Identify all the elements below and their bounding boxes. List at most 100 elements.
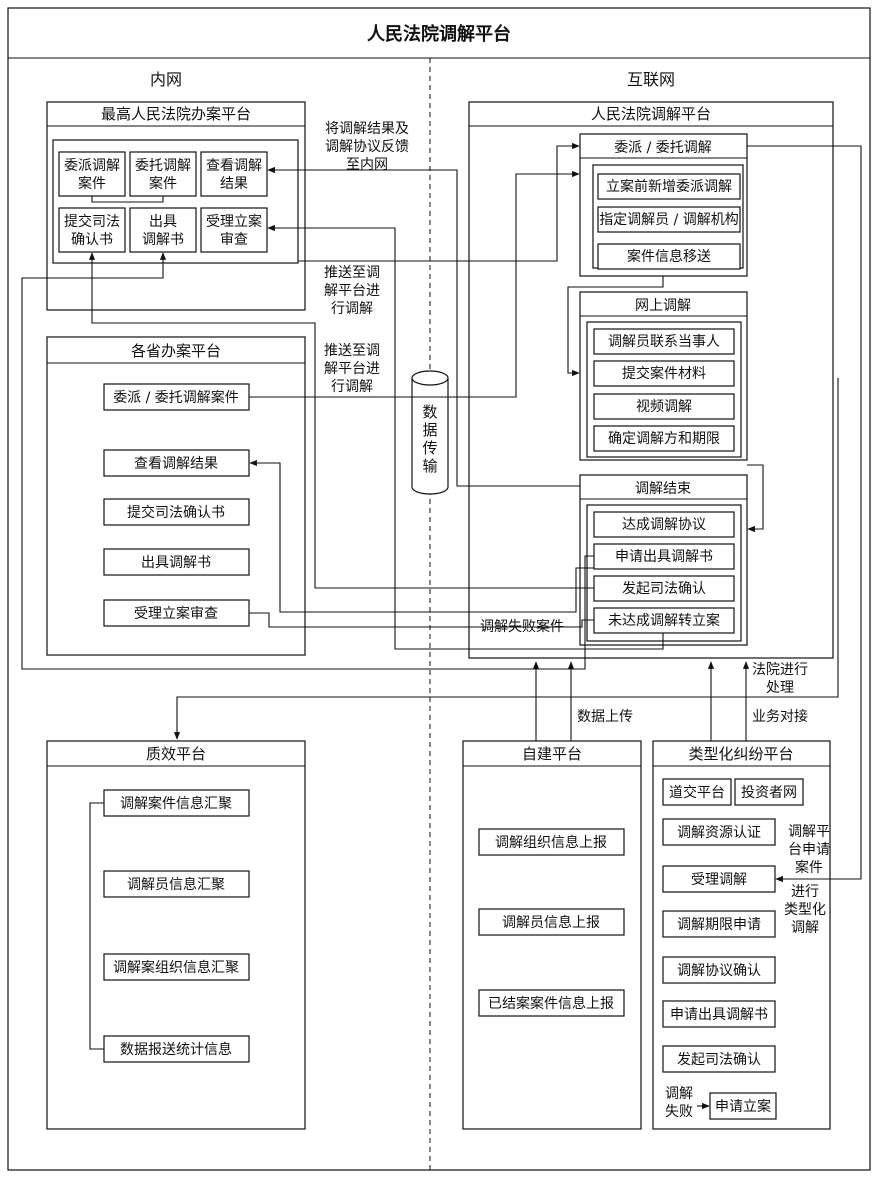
svg-text:结果: 结果	[220, 176, 248, 192]
svg-text:委派 / 委托调解: 委派 / 委托调解	[614, 140, 712, 156]
diagram-title: 人民法院调解平台	[367, 23, 511, 45]
typed-item-0: 调解资源认证	[677, 825, 761, 841]
annotation-typed-mediate-0: 进行	[791, 884, 819, 900]
quality-item-2: 调解案组织信息汇聚	[103, 953, 250, 981]
supreme-item-5: 受理立案 审查	[200, 207, 268, 253]
typed-top-1: 投资者网	[741, 785, 797, 801]
court-mediation-platform: 人民法院调解平台 委派 / 委托调解 立案前新增委派调解 指定调解员 / 调解机…	[468, 101, 834, 659]
annotation-typed-mediate-1: 类型化	[784, 902, 826, 918]
province-item-4: 受理立案审查	[103, 599, 250, 627]
svg-text:数据报送统计信息: 数据报送统计信息	[120, 1041, 232, 1058]
svg-text:传: 传	[422, 439, 437, 457]
annotation-apply-0: 调解平	[788, 824, 830, 840]
annotation-push1-1: 解平台进	[324, 283, 380, 299]
province-item-0: 委派 / 委托调解案件	[103, 383, 250, 411]
annotation-feedback-0: 将调解结果及	[325, 121, 409, 137]
svg-text:出具调解书: 出具调解书	[141, 555, 211, 571]
quality-item-0: 调解案件信息汇聚	[103, 789, 250, 817]
typed-dispute-platform: 类型化纠纷平台 道交平台 投资者网 调解资源认证 受理调解 调解期限申请 调解协…	[652, 740, 831, 1130]
left-side-label: 内网	[150, 70, 182, 89]
svg-text:案件: 案件	[78, 175, 106, 192]
svg-text:受理立案: 受理立案	[206, 213, 262, 230]
typed-top-0: 道交平台	[669, 784, 725, 801]
quality-platform: 质效平台 调解案件信息汇聚 调解员信息汇聚 调解案组织信息汇聚 数据报送统计信息	[46, 740, 306, 1130]
svg-text:立案前新增委派调解: 立案前新增委派调解	[606, 178, 732, 195]
annotations: 将调解结果及 调解协议反馈 至内网 推送至调 解平台进 行调解 推送至调 解平台…	[324, 121, 830, 936]
typed-item-4: 申请出具调解书	[670, 1007, 768, 1023]
svg-text:调解结束: 调解结束	[635, 481, 691, 497]
province-platform: 各省办案平台 委派 / 委托调解案件 查看调解结果 提交司法确认书 出具调解书 …	[46, 336, 306, 656]
annotation-court-process-1: 处理	[766, 680, 794, 696]
outer-frame	[7, 7, 871, 1171]
svg-text:指定调解员 / 调解机构: 指定调解员 / 调解机构	[599, 212, 739, 228]
annotation-typed-mediate-2: 调解	[791, 920, 819, 936]
svg-text:视频调解: 视频调解	[636, 399, 692, 415]
svg-text:调解案组织信息汇聚: 调解案组织信息汇聚	[113, 959, 239, 976]
svg-text:案件信息移送: 案件信息移送	[627, 248, 711, 265]
supreme-item-2: 查看调解 结果	[200, 151, 268, 197]
annotation-feedback-1: 调解协议反馈	[325, 139, 409, 155]
province-item-2: 提交司法确认书	[103, 498, 250, 526]
data-transfer-cylinder: 数 据 传 输	[411, 370, 449, 495]
court-group-assign: 委派 / 委托调解 立案前新增委派调解 指定调解员 / 调解机构 案件信息移送	[579, 133, 748, 277]
annotation-push2-0: 推送至调	[324, 343, 380, 359]
svg-text:提交司法确认书: 提交司法确认书	[127, 504, 225, 521]
annotation-feedback-2: 至内网	[346, 157, 388, 173]
typed-fail-target: 申请立案	[715, 1098, 771, 1115]
annotation-data-upload: 数据上传	[577, 709, 633, 725]
quality-item-1: 调解员信息汇聚	[103, 870, 250, 898]
svg-text:达成调解协议: 达成调解协议	[622, 517, 706, 533]
annotation-biz: 业务对接	[752, 708, 808, 725]
right-side-label: 互联网	[627, 70, 675, 89]
annotation-push2-2: 行调解	[331, 379, 373, 395]
svg-text:出具: 出具	[149, 214, 177, 230]
annotation-push1-2: 行调解	[331, 301, 373, 317]
province-item-1: 查看调解结果	[103, 449, 250, 477]
quality-title: 质效平台	[146, 745, 206, 763]
svg-text:数: 数	[422, 403, 437, 421]
supreme-item-3: 提交司法 确认书	[58, 207, 126, 253]
typed-title: 类型化纠纷平台	[688, 745, 793, 763]
svg-text:查看调解: 查看调解	[206, 158, 262, 174]
province-title: 各省办案平台	[131, 342, 221, 360]
supreme-item-0: 委派调解 案件	[58, 151, 126, 197]
svg-text:调解案件信息汇聚: 调解案件信息汇聚	[120, 795, 232, 812]
supreme-court-platform: 最高人民法院办案平台 委派调解 案件 委托调解 案件 查看调解 结果 提交司法 …	[46, 101, 306, 311]
typed-item-3: 调解协议确认	[677, 963, 761, 979]
svg-text:调解员信息汇聚: 调解员信息汇聚	[127, 876, 225, 893]
annotation-apply-1: 台申请	[788, 842, 830, 858]
svg-text:提交司法: 提交司法	[64, 213, 120, 230]
svg-text:受理立案审查: 受理立案审查	[134, 605, 218, 622]
court-group-online: 网上调解 调解员联系当事人 提交案件材料 视频调解 确定调解方和期限	[579, 291, 748, 461]
svg-text:审查: 审查	[220, 232, 248, 248]
court-group-end: 调解结束 达成调解协议 申请出具调解书 发起司法确认 未达成调解转立案	[579, 474, 748, 646]
annotation-court-process-0: 法院进行	[752, 662, 808, 678]
selfbuilt-item-2: 已结案案件信息上报	[488, 995, 614, 1012]
supreme-title: 最高人民法院办案平台	[101, 105, 251, 123]
svg-text:调解员联系当事人: 调解员联系当事人	[608, 334, 720, 350]
svg-text:委托调解: 委托调解	[135, 158, 191, 174]
svg-text:网上调解: 网上调解	[635, 298, 691, 314]
selfbuilt-item-0: 调解组织信息上报	[495, 834, 607, 851]
quality-item-3: 数据报送统计信息	[103, 1035, 250, 1063]
court-title: 人民法院调解平台	[591, 105, 711, 123]
typed-fail-label-0: 调解	[665, 1086, 693, 1102]
svg-text:委派调解: 委派调解	[64, 158, 120, 174]
supreme-item-1: 委托调解 案件	[129, 151, 197, 197]
province-item-3: 出具调解书	[103, 548, 250, 576]
svg-text:未达成调解转立案: 未达成调解转立案	[608, 612, 720, 629]
svg-text:据: 据	[422, 421, 437, 439]
typed-item-2: 调解期限申请	[677, 917, 761, 933]
svg-text:输: 输	[422, 457, 437, 475]
svg-text:查看调解结果: 查看调解结果	[134, 456, 218, 472]
svg-text:确定调解方和期限: 确定调解方和期限	[608, 431, 720, 447]
supreme-item-4: 出具 调解书	[129, 207, 197, 253]
annotation-push1-0: 推送至调	[324, 265, 380, 281]
connectors	[21, 142, 862, 883]
svg-text:委派 / 委托调解案件: 委派 / 委托调解案件	[113, 389, 239, 406]
typed-item-1: 受理调解	[691, 872, 747, 888]
selfbuilt-title: 自建平台	[522, 745, 582, 763]
svg-text:提交案件材料: 提交案件材料	[622, 365, 706, 382]
svg-text:发起司法确认: 发起司法确认	[622, 581, 706, 597]
